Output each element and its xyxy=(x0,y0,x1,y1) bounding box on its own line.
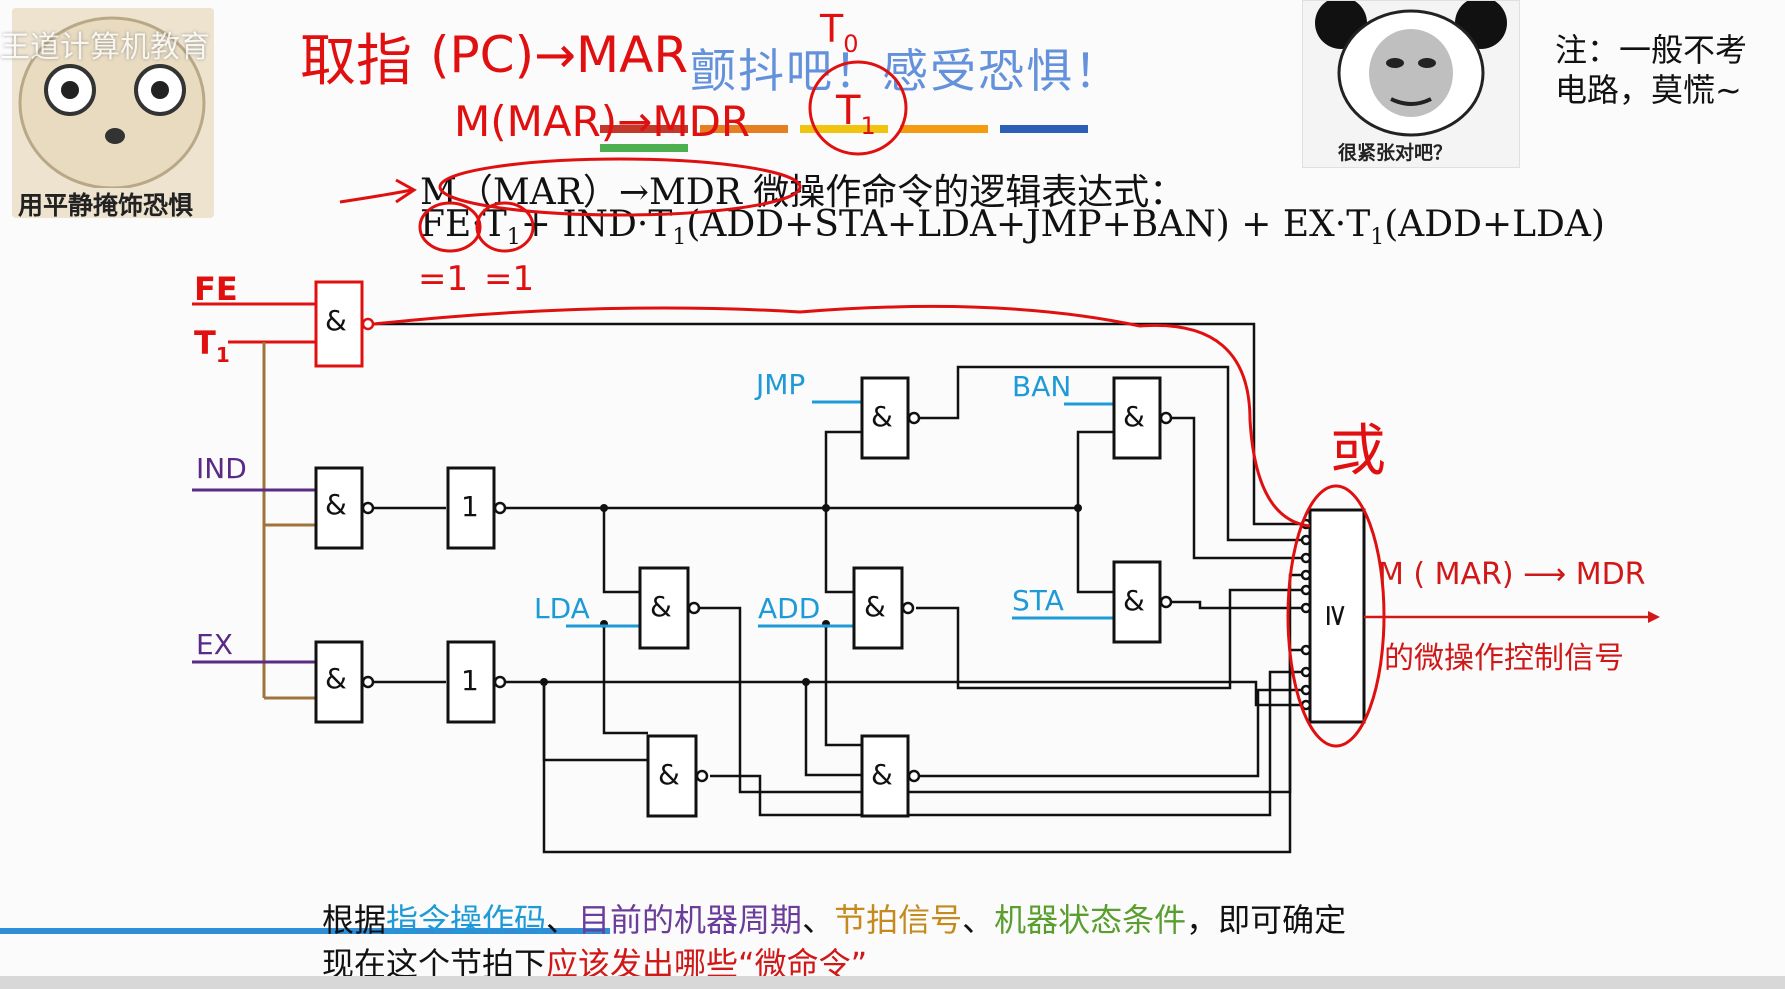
title-bar-2 xyxy=(700,125,788,133)
red-ink-annotations xyxy=(339,60,1386,748)
expr-part-1: FE·T xyxy=(420,204,507,245)
annotation-m-mdr: M(MAR)→MDR xyxy=(454,97,750,146)
summary-opcode: 指令操作码 xyxy=(386,901,547,939)
title-bar-3 xyxy=(800,125,888,133)
gate-symbol-1: & xyxy=(325,304,347,337)
output-label-2: 的微操作控制信号 xyxy=(1384,641,1624,676)
taskbar-strip xyxy=(0,976,1785,989)
label-jmp: JMP xyxy=(754,368,805,401)
summary-text-i: ，即可确定 xyxy=(1186,901,1347,939)
input-labels: IND EX JMP BAN LDA ADD STA xyxy=(196,368,1071,661)
meme-left-caption: 用平静掩饰恐惧 xyxy=(18,191,194,220)
annotation-or: 或 xyxy=(1330,419,1386,484)
expr-sub-2: 1 xyxy=(672,225,687,251)
not-gate-ex xyxy=(446,640,496,724)
expr-sub-1: 1 xyxy=(506,225,521,251)
output: M ( MAR) ⟶ MDR 的微操作控制信号 xyxy=(1364,557,1660,676)
expr-part-3: (ADD+STA+LDA+JMP+BAN) + EX·T xyxy=(686,204,1371,245)
expr-part-4: (ADD+LDA) xyxy=(1384,204,1605,245)
gate-symbol-5: 1 xyxy=(461,664,479,697)
title-bar-1 xyxy=(600,125,688,133)
label-sta: STA xyxy=(1012,584,1064,617)
meme-face-left-icon xyxy=(18,16,206,190)
progress-highlight-bar xyxy=(0,928,610,934)
expression-heading: M（MAR）→MDR 微操作命令的逻辑表达式： xyxy=(420,172,1186,213)
annotation-t0: T0 xyxy=(819,7,859,58)
gate-symbol-9: & xyxy=(864,590,886,623)
summary-machine-cycle: 目前的机器周期 xyxy=(578,901,803,939)
meme-sticker-left xyxy=(12,8,214,218)
annotation-eq1-a: =1 xyxy=(418,259,468,299)
gates xyxy=(314,280,1366,818)
meme-right-caption: 很紧张对吧？ xyxy=(1338,142,1453,164)
and-gate-ex-lda xyxy=(646,734,698,818)
gate-symbol-3: 1 xyxy=(461,490,479,523)
summary-sep-3: 、 xyxy=(962,901,995,939)
or-gate xyxy=(1308,508,1366,724)
and-gate-ex-add xyxy=(860,734,910,818)
or-gate-symbol: ≥ xyxy=(1319,603,1354,628)
label-ind: IND xyxy=(196,452,247,485)
note-line-2: 电路，莫慌~ xyxy=(1555,71,1742,109)
summary-sep-2: 、 xyxy=(802,901,835,939)
gate-symbol-2: & xyxy=(325,488,347,521)
title-underline-bars xyxy=(600,118,1180,152)
and-gate-jmp xyxy=(860,376,910,460)
summary-sep-1: 、 xyxy=(546,901,579,939)
label-add: ADD xyxy=(758,592,820,625)
watermark: 王道计算机教育 xyxy=(0,30,210,65)
panda-face-icon xyxy=(1315,0,1507,137)
summary-clock-signal: 节拍信号 xyxy=(834,901,963,939)
title-bar-5 xyxy=(1000,125,1088,133)
summary-text-a: 根据 xyxy=(322,901,387,939)
gate-symbol-12: & xyxy=(871,758,893,791)
title-bar-4 xyxy=(900,125,988,133)
note: 注：一般不考 电路，莫慌~ xyxy=(1555,30,1747,110)
gate-symbol-4: & xyxy=(325,662,347,695)
summary-line-1: 根据指令操作码、目前的机器周期、节拍信号、机器状态条件，即可确定 xyxy=(322,895,1346,941)
gate-symbol-7: & xyxy=(1123,400,1145,433)
expr-sub-3: 1 xyxy=(1370,225,1385,251)
gate-symbols: & & 1 & 1 & & & & & & & ≥ xyxy=(325,304,1354,791)
input-lines xyxy=(192,302,1114,700)
note-line-1: 注：一般不考 xyxy=(1555,31,1748,69)
output-label-1: M ( MAR) ⟶ MDR xyxy=(1378,557,1646,592)
red-ink-text: 取指 (PC)→MAR M(MAR)→MDR T0 T1 =1 =1 FE T1… xyxy=(194,7,1386,484)
gate-symbol-10: & xyxy=(1123,584,1145,617)
title-bar-6 xyxy=(600,144,688,152)
meme-sticker-right xyxy=(1302,0,1520,168)
gate-symbol-6: & xyxy=(871,400,893,433)
annotation-t1: T1 xyxy=(835,88,876,140)
gate-symbol-11: & xyxy=(658,758,680,791)
label-lda: LDA xyxy=(534,592,590,625)
logic-expression: FE·T1+ IND·T1(ADD+STA+LDA+JMP+BAN) + EX·… xyxy=(420,204,1605,250)
not-gate-ind xyxy=(446,466,496,550)
label-ban: BAN xyxy=(1012,370,1071,403)
expr-part-2: + IND·T xyxy=(520,204,673,245)
inversion-bubbles xyxy=(361,317,1312,783)
wires xyxy=(316,322,1310,854)
and-gate-ex xyxy=(314,640,364,724)
annotation-pc-mar: (PC)→MAR xyxy=(430,26,688,84)
annotation-fetch: 取指 xyxy=(300,29,412,94)
annotation-t1-input: T1 xyxy=(194,324,230,367)
and-gate-lda xyxy=(638,566,690,650)
label-ex: EX xyxy=(196,628,233,661)
slide-title: 颤抖吧！感受恐惧！ xyxy=(690,44,1122,98)
summary-machine-state: 机器状态条件 xyxy=(994,901,1187,939)
annotation-eq1-b: =1 xyxy=(484,259,534,299)
annotation-fe: FE xyxy=(194,270,238,308)
junction-dots xyxy=(540,504,1082,686)
and-gate-add xyxy=(852,566,904,650)
gate-symbol-8: & xyxy=(650,590,672,623)
